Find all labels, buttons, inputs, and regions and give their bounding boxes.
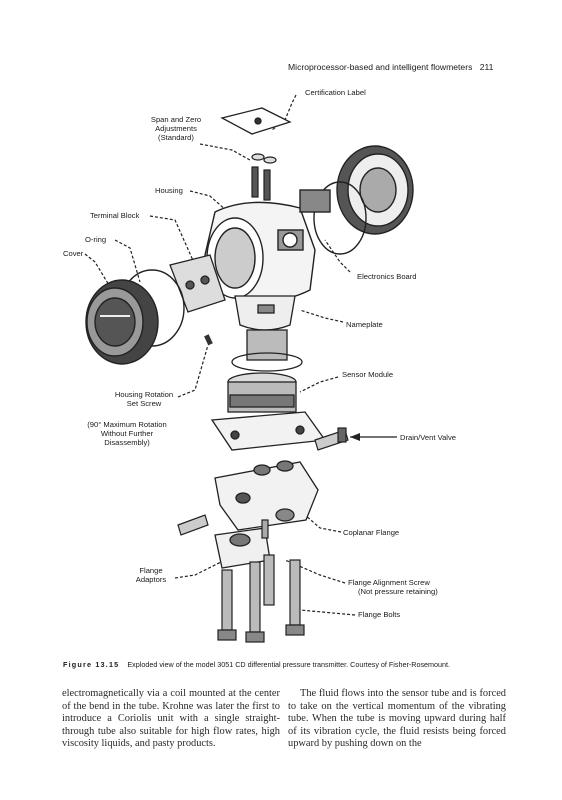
label-terminal-block: Terminal Block [90, 211, 140, 220]
drain-vent-valve-drawing [314, 427, 349, 451]
label-flange-adaptors-line1: Flange [139, 566, 163, 575]
span-zero-screws [251, 153, 277, 201]
paragraph-left: electromagnetically via a coil mounted a… [62, 688, 280, 750]
sensor-module-drawing [210, 372, 327, 451]
figure-number: Figure 13.15 [63, 660, 120, 669]
label-flange-adaptors-line2: Adaptors [135, 575, 167, 584]
label-max-rotation-line1: (90° Maximum Rotation [87, 420, 167, 429]
front-cover [85, 279, 159, 365]
left-drain-fitting [177, 514, 209, 536]
electronics-housing [204, 201, 316, 303]
label-coplanar-flange: Coplanar Flange [343, 528, 400, 537]
label-nameplate: Nameplate [346, 320, 383, 329]
housing-neck [231, 295, 303, 372]
label-max-rotation-line3: Disassembly) [104, 438, 150, 447]
exploded-view-illustration [84, 94, 414, 643]
label-span-zero-line3: (Standard) [158, 133, 194, 142]
running-header: Microprocessor-based and intelligent flo… [288, 62, 493, 72]
body-column-right: The fluid flows into the sensor tube and… [288, 688, 506, 751]
label-max-rotation-line2: Without Further [100, 429, 154, 438]
label-flange-adaptors: Flange Adaptors [126, 566, 176, 584]
flange-bolts-drawing [217, 554, 305, 643]
label-housing-rotation-line2: Set Screw [126, 399, 162, 408]
page-number: 211 [479, 62, 494, 72]
label-sensor-module: Sensor Module [342, 370, 394, 379]
label-flange-alignment: Flange Alignment Screw (Not pressure ret… [348, 578, 438, 596]
label-housing: Housing [155, 186, 183, 195]
label-electronics-board: Electronics Board [357, 272, 417, 281]
label-flange-bolts: Flange Bolts [358, 610, 401, 619]
label-housing-rotation: Housing Rotation Set Screw [108, 390, 180, 408]
label-o-ring: O-ring [85, 235, 107, 244]
electronics-cover [299, 145, 414, 255]
paragraph-right: The fluid flows into the sensor tube and… [288, 688, 506, 750]
label-drain-vent-valve: Drain/Vent Valve [400, 433, 456, 442]
body-column-left: electromagnetically via a coil mounted a… [62, 688, 280, 751]
certification-label-plate [220, 107, 292, 135]
figure-caption: Figure 13.15 Exploded view of the model … [63, 660, 450, 669]
label-span-zero-line2: Adjustments [155, 124, 197, 133]
coplanar-flange-drawing [214, 460, 319, 531]
label-certification: Certification Label [305, 88, 366, 97]
label-housing-rotation-line1: Housing Rotation [114, 390, 174, 399]
label-cover: Cover [63, 249, 84, 258]
flange-alignment-screw [261, 519, 269, 539]
label-flange-alignment-line2: (Not pressure retaining) [358, 587, 438, 596]
drain-arrow [350, 433, 360, 441]
label-span-zero: Span and Zero Adjustments (Standard) [140, 115, 212, 142]
running-title: Microprocessor-based and intelligent flo… [288, 62, 473, 72]
label-max-rotation: (90° Maximum Rotation Without Further Di… [78, 420, 176, 447]
housing-rotation-screw [204, 334, 213, 346]
label-flange-alignment-line1: Flange Alignment Screw [348, 578, 430, 587]
label-span-zero-line1: Span and Zero [150, 115, 202, 124]
caption-text: Exploded view of the model 3051 CD diffe… [127, 660, 451, 669]
